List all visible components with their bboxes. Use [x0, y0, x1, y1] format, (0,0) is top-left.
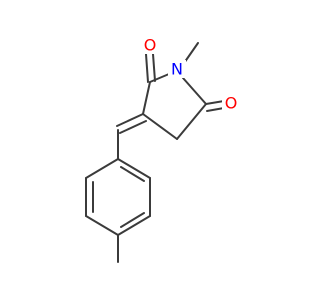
bond-c1-o1-b [152, 53, 156, 82]
bond-ar3-ar4 [117, 215, 151, 236]
atom-o2-label: O [225, 94, 238, 113]
bond-c2-c1 [142, 81, 151, 115]
bond-c1-o1-a [145, 53, 149, 83]
bond-c4-c3 [176, 103, 207, 140]
bond-c1-n [149, 73, 170, 83]
bond-ar1-ar2 [117, 158, 151, 179]
bond-ar3-ar4-inner [120, 212, 145, 228]
structure-canvas: O N O [85, 35, 240, 263]
molecule-diagram: O N O [85, 35, 240, 263]
atom-o1-label: O [144, 36, 157, 55]
bond-ar1-ar2-inner [120, 166, 145, 182]
bond-ar6-ar1 [85, 158, 119, 179]
atom-n1-bg [168, 60, 186, 78]
atom-n1-label: N [171, 60, 183, 79]
bond-n-c4 [182, 77, 207, 105]
bond-c3-c2 [142, 113, 178, 140]
atom-o2-bg [222, 94, 240, 112]
bond-c2-ch-b [119, 120, 147, 134]
bond-c4-o2-a [205, 100, 225, 105]
bond-layer [85, 42, 225, 263]
bond-ar4-ar5 [85, 215, 119, 236]
atom-o1-bg [141, 36, 159, 54]
atom-label-layer: O N O [141, 36, 240, 113]
bond-c4-o2-b [206, 107, 225, 112]
bond-c2-ch-a [116, 113, 144, 127]
